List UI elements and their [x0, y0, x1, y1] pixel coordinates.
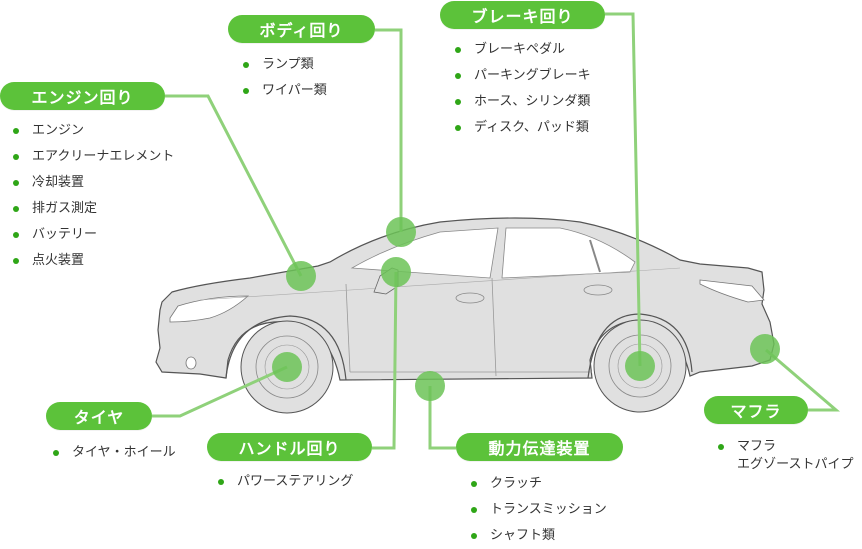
marker-brake[interactable] [625, 351, 655, 381]
list-item: 排ガス測定 [10, 196, 174, 222]
list-item: ランプ類 [240, 52, 327, 78]
list-drivetrain: クラッチ トランスミッション シャフト類 [468, 471, 607, 549]
list-brake: ブレーキペダル パーキングブレーキ ホース、シリンダ類 ディスク、パッド類 [452, 37, 591, 141]
bullet-icon [455, 99, 461, 105]
list-tire: タイヤ・ホイール [50, 440, 176, 466]
bullet-icon [471, 507, 477, 513]
list-item: エンジン [10, 118, 174, 144]
tail-light [699, 279, 765, 303]
list-item: パワーステアリング [215, 469, 353, 495]
bullet-icon [243, 62, 249, 68]
list-body: ランプ類 ワイパー類 [240, 52, 327, 104]
bullet-icon [13, 128, 19, 134]
list-item: マフラエグゾーストパイプ [715, 438, 853, 474]
list-item: シャフト類 [468, 523, 607, 549]
label-steering[interactable]: ハンドル回り [207, 433, 372, 461]
marker-tire[interactable] [272, 352, 302, 382]
list-item: 冷却装置 [10, 170, 174, 196]
label-body[interactable]: ボディ回り [228, 15, 375, 43]
label-drivetrain[interactable]: 動力伝達装置 [456, 433, 623, 461]
bullet-icon [455, 73, 461, 79]
bullet-icon [455, 47, 461, 53]
list-item: トランスミッション [468, 497, 607, 523]
list-engine: エンジン エアクリーナエレメント 冷却装置 排ガス測定 バッテリー 点火装置 [10, 118, 174, 274]
bullet-icon [13, 258, 19, 264]
connector-tire [152, 365, 288, 418]
connector-drivetrain [428, 386, 456, 450]
connector-body [375, 28, 403, 232]
list-item: パーキングブレーキ [452, 63, 591, 89]
list-steering: パワーステアリング [215, 469, 353, 495]
label-engine[interactable]: エンジン回り [0, 82, 165, 110]
list-muffler: マフラエグゾーストパイプ [715, 438, 853, 474]
bullet-icon [13, 154, 19, 160]
marker-muffler[interactable] [750, 334, 780, 364]
connector-engine [165, 94, 303, 277]
list-item: 点火装置 [10, 248, 174, 274]
bullet-icon [13, 180, 19, 186]
list-item: ディスク、パッド類 [452, 115, 591, 141]
marker-steering[interactable] [381, 257, 411, 287]
marker-engine[interactable] [286, 261, 316, 291]
label-tire[interactable]: タイヤ [46, 402, 152, 430]
rear-window [501, 227, 636, 279]
list-item: クラッチ [468, 471, 607, 497]
bullet-icon [53, 450, 59, 456]
list-item: タイヤ・ホイール [50, 440, 176, 466]
bullet-icon [13, 206, 19, 212]
list-item: エアクリーナエレメント [10, 144, 174, 170]
marker-drivetrain[interactable] [415, 371, 445, 401]
bullet-icon [243, 88, 249, 94]
bullet-icon [13, 232, 19, 238]
marker-body[interactable] [386, 217, 416, 247]
list-item: ブレーキペダル [452, 37, 591, 63]
bullet-icon [471, 533, 477, 539]
connector-brake [605, 12, 642, 367]
connector-steering [372, 271, 398, 450]
list-item: ワイパー類 [240, 78, 327, 104]
bullet-icon [471, 481, 477, 487]
bullet-icon [718, 444, 724, 450]
bullet-icon [455, 125, 461, 131]
list-item: バッテリー [10, 222, 174, 248]
label-brake[interactable]: ブレーキ回り [440, 1, 605, 29]
list-item: ホース、シリンダ類 [452, 89, 591, 115]
label-muffler[interactable]: マフラ [704, 396, 808, 424]
bullet-icon [218, 479, 224, 485]
connector-muffler [765, 348, 841, 412]
